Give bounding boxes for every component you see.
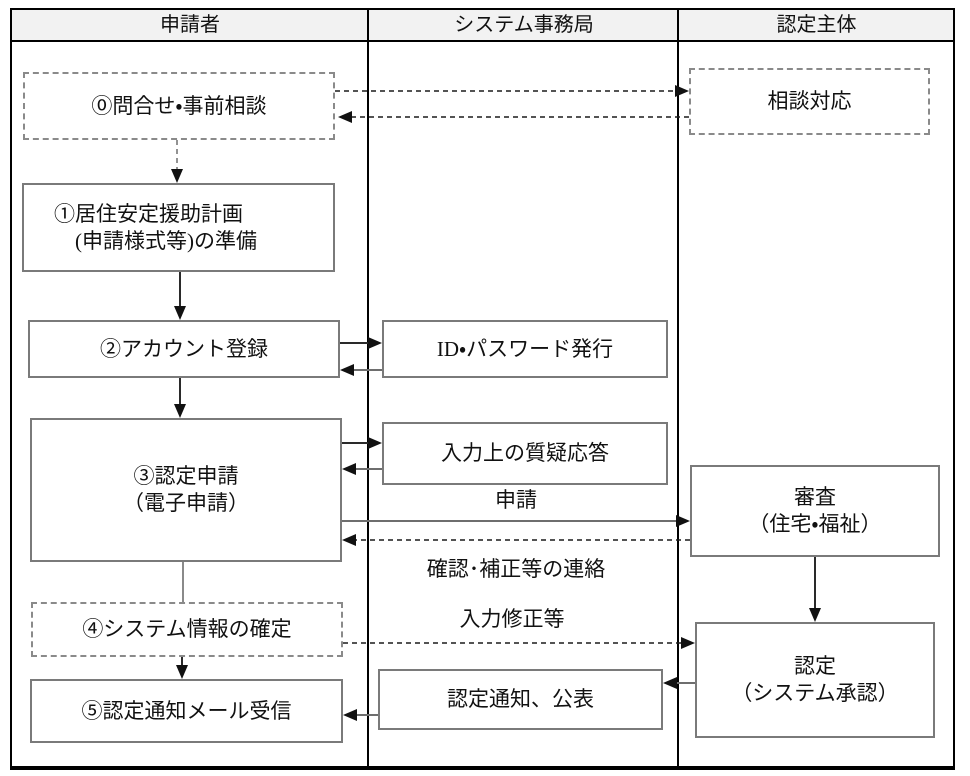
node-plan-line1: ①居住安定援助計画	[54, 201, 243, 226]
node-consultation-response: 相談対応	[689, 68, 930, 135]
lane-header-strip	[12, 10, 953, 42]
node-notice-label: 認定通知、公表	[447, 687, 594, 711]
lane-label-system-office: システム事務局	[454, 14, 594, 36]
node-review-line2: （住宅・福祉）	[748, 512, 882, 536]
node-mail-reception: ⑤認定通知メール受信	[30, 679, 343, 743]
node-id-password-issue: ID・パスワード発行	[382, 320, 668, 378]
edge-label-confirmation-contact: 確認･補正等の連絡	[426, 557, 606, 581]
node-qa-label: 入力上の質疑応答	[441, 441, 609, 465]
node-system-info-confirm: ④システム情報の確定	[31, 602, 343, 657]
node-account-registration: ②アカウント登録	[28, 320, 340, 378]
node-idpass-label: ID・パスワード発行	[436, 336, 614, 361]
node-input-qa: 入力上の質疑応答	[382, 422, 668, 485]
node-inquiry-label: ⓪問合せ・事前相談	[91, 93, 267, 118]
node-certification-application: ③認定申請 （電子申請）	[30, 418, 342, 562]
node-consultation-label: 相談対応	[767, 89, 852, 113]
node-review: 審査 （住宅・福祉）	[690, 465, 940, 557]
node-plan-line2: (申請様式等)の準備	[75, 228, 257, 253]
node-mail-label: ⑤認定通知メール受信	[81, 698, 292, 723]
node-approval-line2: （システム承認）	[731, 681, 899, 705]
node-review-line1: 審査	[794, 485, 836, 509]
edge-label-application: 申請	[495, 488, 537, 512]
node-application-line2: （電子申請）	[123, 491, 249, 515]
node-sysinfo-label: ④システム情報の確定	[82, 617, 292, 641]
node-notice-publication: 認定通知、公表	[378, 669, 663, 730]
edge-label-input-correction: 入力修正等	[459, 607, 565, 631]
node-inquiry: ⓪問合せ・事前相談	[23, 72, 335, 140]
outer-frame	[10, 8, 955, 770]
node-application-line1: ③認定申請	[133, 464, 239, 488]
lane-label-applicant: 申請者	[160, 14, 220, 36]
node-approval-line1: 認定	[794, 654, 836, 678]
node-account-label: ②アカウント登録	[100, 336, 268, 361]
lane-divider-1	[367, 10, 369, 766]
node-plan-preparation: ①居住安定援助計画 (申請様式等)の準備	[22, 183, 335, 272]
lane-label-certification-body: 認定主体	[776, 14, 857, 36]
lane-divider-2	[677, 10, 679, 766]
node-approval: 認定 （システム承認）	[695, 622, 935, 738]
